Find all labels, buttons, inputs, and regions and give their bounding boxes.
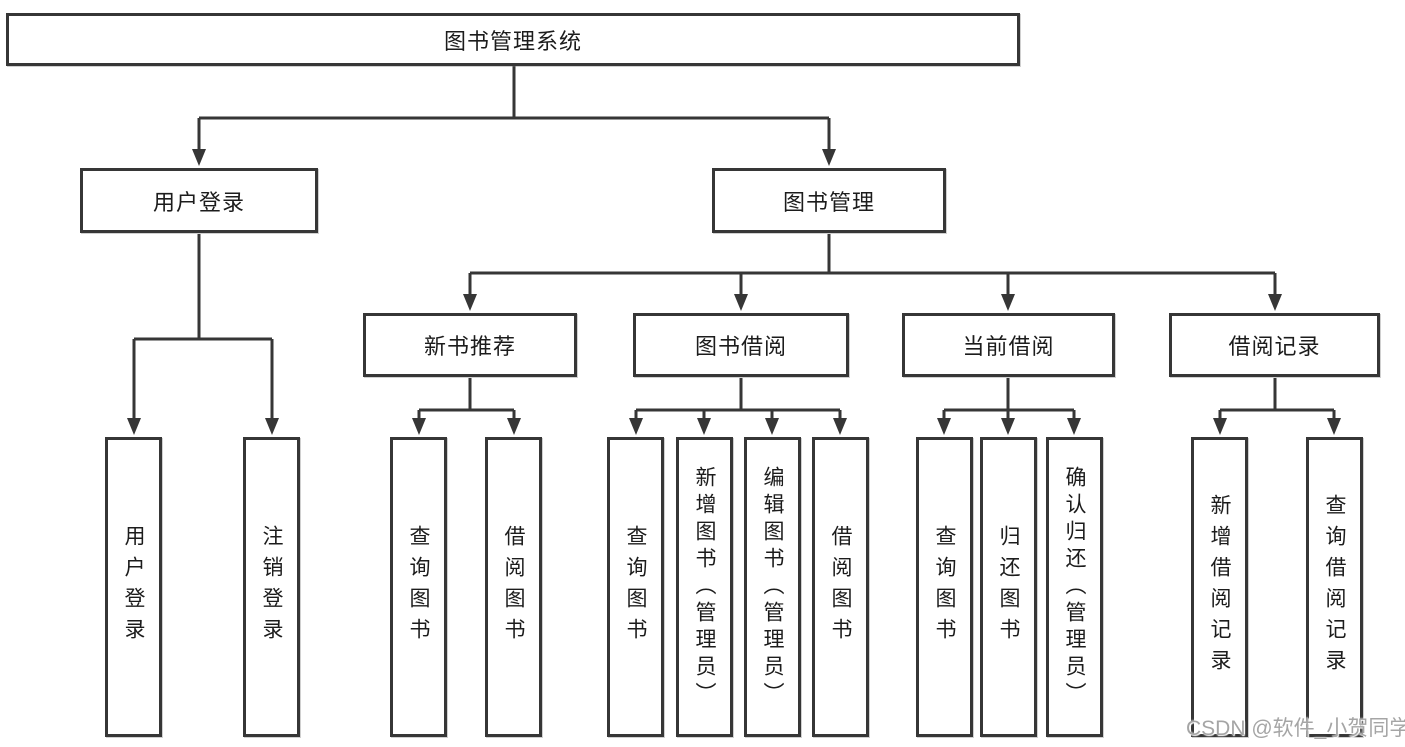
node-borrowing-label: 图书借阅: [694, 334, 787, 359]
leaf-records-query: 查询借阅记录: [1306, 437, 1363, 737]
node-user-login-label: 用户登录: [152, 189, 245, 215]
leaf-current-query: 查询图书: [916, 437, 973, 737]
leaf-current-confirm-label: 确认归还（管理员）: [1063, 465, 1086, 709]
leaf-current-return-label: 归还图书: [997, 525, 1020, 649]
leaf-newbooks-borrow: 借阅图书: [485, 437, 542, 737]
node-root: 图书管理系统: [6, 13, 1020, 66]
leaf-newbooks-query-label: 查询图书: [407, 525, 430, 649]
leaf-borrow-borrow: 借阅图书: [812, 437, 869, 737]
node-current-borrow: 当前借阅: [902, 313, 1115, 377]
node-current-borrow-label: 当前借阅: [962, 334, 1055, 359]
node-new-books: 新书推荐: [363, 313, 577, 377]
node-borrow-records-label: 借阅记录: [1228, 334, 1321, 359]
node-new-books-label: 新书推荐: [423, 334, 516, 359]
leaf-borrow-query: 查询图书: [607, 437, 664, 737]
leaf-borrow-add: 新增图书（管理员）: [676, 437, 733, 737]
node-borrow-records: 借阅记录: [1169, 313, 1380, 377]
leaf-borrow-borrow-label: 借阅图书: [829, 525, 852, 649]
leaf-logout: 注销登录: [243, 437, 300, 737]
leaf-records-query-label: 查询借阅记录: [1323, 494, 1346, 680]
node-book-management: 图书管理: [712, 168, 946, 233]
leaf-user-login-label: 用户登录: [122, 525, 145, 649]
leaf-logout-label: 注销登录: [260, 525, 283, 649]
leaf-user-login: 用户登录: [105, 437, 162, 737]
node-borrowing: 图书借阅: [633, 313, 849, 377]
leaf-records-add-label: 新增借阅记录: [1208, 494, 1231, 680]
leaf-borrow-edit: 编辑图书（管理员）: [744, 437, 801, 737]
leaf-newbooks-borrow-label: 借阅图书: [502, 525, 525, 649]
leaf-borrow-query-label: 查询图书: [624, 525, 647, 649]
node-book-management-label: 图书管理: [782, 189, 875, 215]
leaf-current-return: 归还图书: [980, 437, 1037, 737]
node-root-label: 图书管理系统: [443, 28, 582, 54]
leaf-current-confirm: 确认归还（管理员）: [1046, 437, 1103, 737]
leaf-records-add: 新增借阅记录: [1191, 437, 1248, 737]
leaf-borrow-edit-label: 编辑图书（管理员）: [761, 465, 784, 709]
leaf-current-query-label: 查询图书: [933, 525, 956, 649]
csdn-watermark: CSDN @软件_小贺同学: [1186, 717, 1405, 740]
leaf-newbooks-query: 查询图书: [390, 437, 447, 737]
node-user-login: 用户登录: [80, 168, 318, 233]
leaf-borrow-add-label: 新增图书（管理员）: [693, 465, 716, 709]
